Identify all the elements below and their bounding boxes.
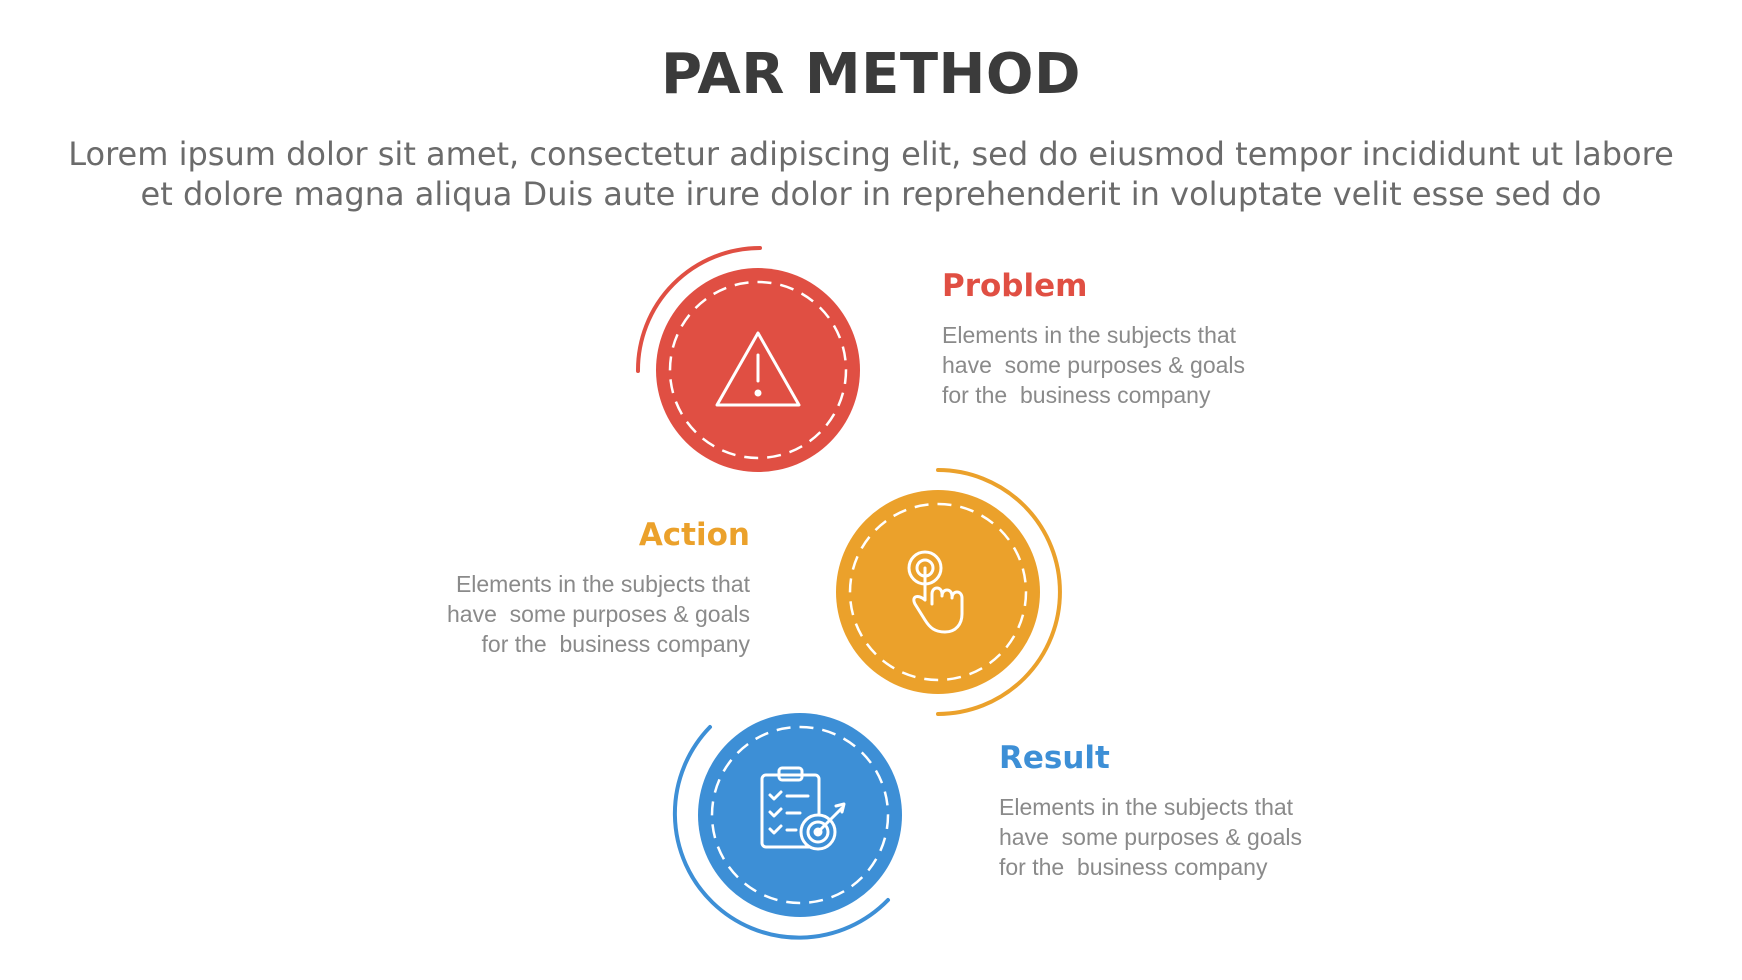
- action-dashed-ring: [848, 502, 1028, 682]
- page-title: PAR METHOD: [661, 42, 1081, 107]
- problem-desc-line-1: Elements in the subjects that: [942, 322, 1237, 348]
- result-desc-line-3: for the business company: [999, 854, 1268, 880]
- action-description: Elements in the subjects that have some …: [390, 569, 750, 659]
- result-dashed-ring: [710, 725, 890, 905]
- result-node: [672, 713, 902, 940]
- problem-desc-line-3: for the business company: [942, 382, 1211, 408]
- action-arc: [936, 468, 1062, 716]
- action-circle: [836, 490, 1040, 694]
- problem-description: Elements in the subjects that have some …: [942, 320, 1302, 410]
- action-node: [836, 468, 1062, 716]
- problem-arc: [635, 246, 762, 373]
- hand-tap-icon: [907, 550, 964, 634]
- problem-dashed-ring: [668, 280, 848, 460]
- problem-node: [635, 246, 860, 472]
- result-desc-line-1: Elements in the subjects that: [999, 794, 1294, 820]
- problem-title: Problem: [942, 268, 1088, 304]
- action-desc-line-1: Elements in the subjects that: [455, 571, 750, 597]
- action-desc-line-2: have some purposes & goals: [446, 601, 750, 627]
- warning-triangle-icon: [715, 331, 801, 407]
- result-desc-line-2: have some purposes & goals: [999, 824, 1303, 850]
- result-arc: [672, 725, 890, 940]
- action-desc-line-3: for the business company: [481, 631, 750, 657]
- result-circle: [698, 713, 902, 917]
- result-title: Result: [999, 740, 1110, 776]
- problem-desc-line-2: have some purposes & goals: [942, 352, 1246, 378]
- clipboard-target-icon: [760, 766, 846, 851]
- result-description: Elements in the subjects that have some …: [999, 792, 1359, 882]
- action-title: Action: [638, 517, 750, 553]
- subtitle-line-2: et dolore magna aliqua Duis aute irure d…: [140, 175, 1602, 213]
- page-subtitle: Lorem ipsum dolor sit amet, consectetur …: [60, 134, 1682, 214]
- subtitle-line-1: Lorem ipsum dolor sit amet, consectetur …: [68, 135, 1674, 173]
